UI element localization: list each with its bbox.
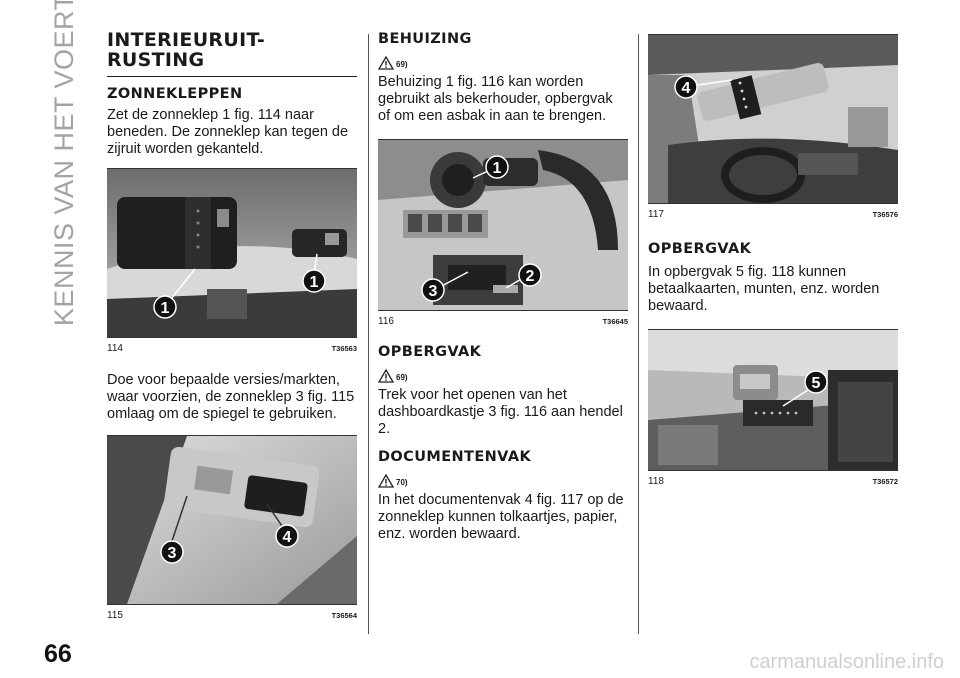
paragraph-opbergvak-betaalkaarten: In opbergvak 5 fig. 118 kunnen betaalkaa… (648, 264, 880, 314)
paragraph-behuizing: Behuizing 1 fig. 116 kan worden gebruikt… (378, 74, 613, 124)
figure-code: T36572 (872, 476, 898, 486)
figure-115-image: 3 4 (107, 436, 357, 604)
figure-117-image: 4 (648, 35, 898, 203)
figure-117-caption: 117 T36576 (648, 206, 898, 222)
figure-117: 4 117 T36576 (648, 34, 898, 222)
callout-1: 1 (310, 274, 319, 291)
figure-116-caption: 116 T36645 (378, 313, 628, 329)
figure-118: 5 118 T36572 (648, 329, 898, 489)
callout-1: 1 (493, 160, 502, 177)
column-3: 4 117 T36576 OPBERGVAK In opbergvak 5 fi… (648, 30, 898, 489)
callout-3: 3 (168, 545, 177, 562)
side-chapter-title: KENNIS VAN HET VOERTUIG (48, 0, 79, 326)
figure-114-image: 1 1 (107, 169, 357, 337)
column-divider (368, 34, 369, 634)
figure-number: 118 (648, 475, 664, 487)
warning-triangle-icon (378, 369, 394, 383)
paragraph-documentenvak: In het documentenvak 4 fig. 117 op de zo… (378, 492, 624, 542)
callout-1: 1 (161, 300, 170, 317)
warning-triangle-icon (378, 56, 394, 70)
callout-5: 5 (812, 375, 821, 392)
figure-115: 3 4 115 T36564 (107, 435, 357, 623)
figure-number: 116 (378, 315, 394, 327)
figure-116: 1 3 2 116 T36645 (378, 139, 628, 329)
column-1: INTERIEURUIT-RUSTING ZONNEKLEPPEN Zet de… (107, 30, 357, 623)
figure-code: T36563 (331, 343, 357, 353)
figure-number: 117 (648, 208, 664, 220)
warning-reference: 69) (378, 363, 628, 383)
figure-number: 115 (107, 609, 123, 621)
heading-opbergvak: OPBERGVAK (378, 344, 482, 360)
heading-behuizing: BEHUIZING (378, 31, 472, 47)
figure-code: T36576 (872, 209, 898, 219)
warning-reference: 69) (378, 50, 628, 70)
page-number: 66 (44, 640, 72, 668)
section-heading-interieuruitrusting: INTERIEURUIT-RUSTING (107, 30, 357, 77)
figure-115-caption: 115 T36564 (107, 607, 357, 623)
figure-code: T36564 (331, 610, 357, 620)
figure-116-image: 1 3 2 (378, 140, 628, 310)
subheading-zonnekleppen: ZONNEKLEPPEN (107, 86, 243, 102)
warning-triangle-icon (378, 474, 394, 488)
callout-2: 2 (526, 268, 535, 285)
warning-reference: 70) (378, 468, 628, 488)
figure-114-caption: 114 T36563 (107, 340, 357, 356)
column-2: BEHUIZING 69) Behuizing 1 fig. 116 kan w… (378, 30, 628, 543)
figure-114: 1 1 114 T36563 (107, 168, 357, 356)
figure-118-image: 5 (648, 330, 898, 470)
paragraph-zonnekleppen: Zet de zonneklep 1 fig. 114 naar beneden… (107, 107, 349, 157)
callout-4: 4 (283, 529, 292, 546)
heading-opbergvak: OPBERGVAK (648, 241, 752, 257)
heading-documentenvak: DOCUMENTENVAK (378, 449, 532, 465)
column-divider (638, 34, 639, 634)
watermark: carmanualsonline.info (749, 651, 944, 673)
figure-code: T36645 (602, 316, 628, 326)
figure-118-caption: 118 T36572 (648, 473, 898, 489)
figure-number: 114 (107, 342, 123, 354)
paragraph-dashboardkastje: Trek voor het openen van het dashboardka… (378, 387, 623, 437)
callout-3: 3 (429, 283, 438, 300)
paragraph-spiegel: Doe voor bepaalde versies/markten, waar … (107, 372, 355, 422)
callout-4: 4 (682, 80, 691, 97)
